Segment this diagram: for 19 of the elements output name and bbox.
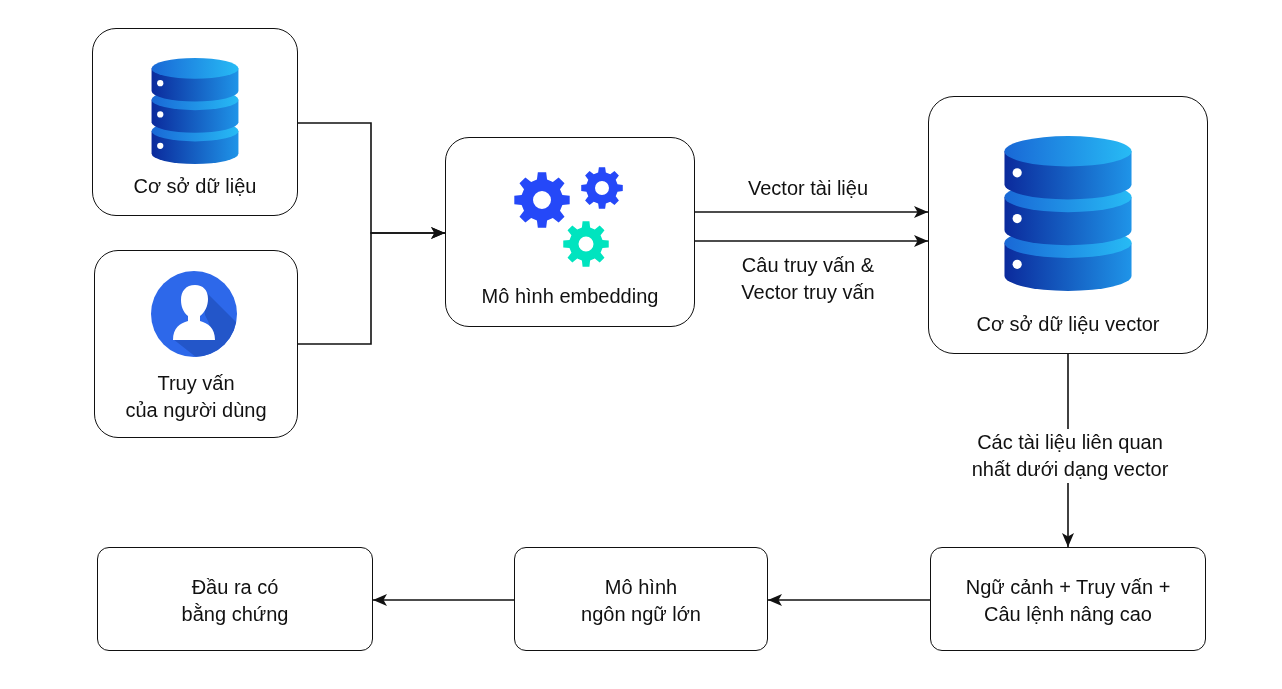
node-label: Cơ sở dữ liệu xyxy=(133,173,257,199)
process-box xyxy=(930,547,1206,651)
process-box xyxy=(928,96,1208,354)
node-label: Đầu ra có bằng chứng xyxy=(181,575,289,627)
process-box xyxy=(97,547,373,651)
process-box xyxy=(445,137,695,327)
node-label: Ngữ cảnh + Truy vấn + Câu lệnh nâng cao xyxy=(965,575,1171,627)
node-label: Mô hình ngôn ngữ lớn xyxy=(581,575,701,627)
arrow xyxy=(297,227,446,345)
arrow xyxy=(694,235,929,247)
node-label: Cơ sở dữ liệu vector xyxy=(976,311,1160,337)
node-label: Truy vấn của người dùng xyxy=(125,371,267,423)
process-box xyxy=(92,28,298,216)
arrow xyxy=(694,206,929,218)
arrow xyxy=(767,594,931,606)
process-box xyxy=(514,547,768,651)
process-box xyxy=(94,250,298,438)
node-label: Mô hình embedding xyxy=(481,283,659,309)
arrow xyxy=(372,594,515,606)
